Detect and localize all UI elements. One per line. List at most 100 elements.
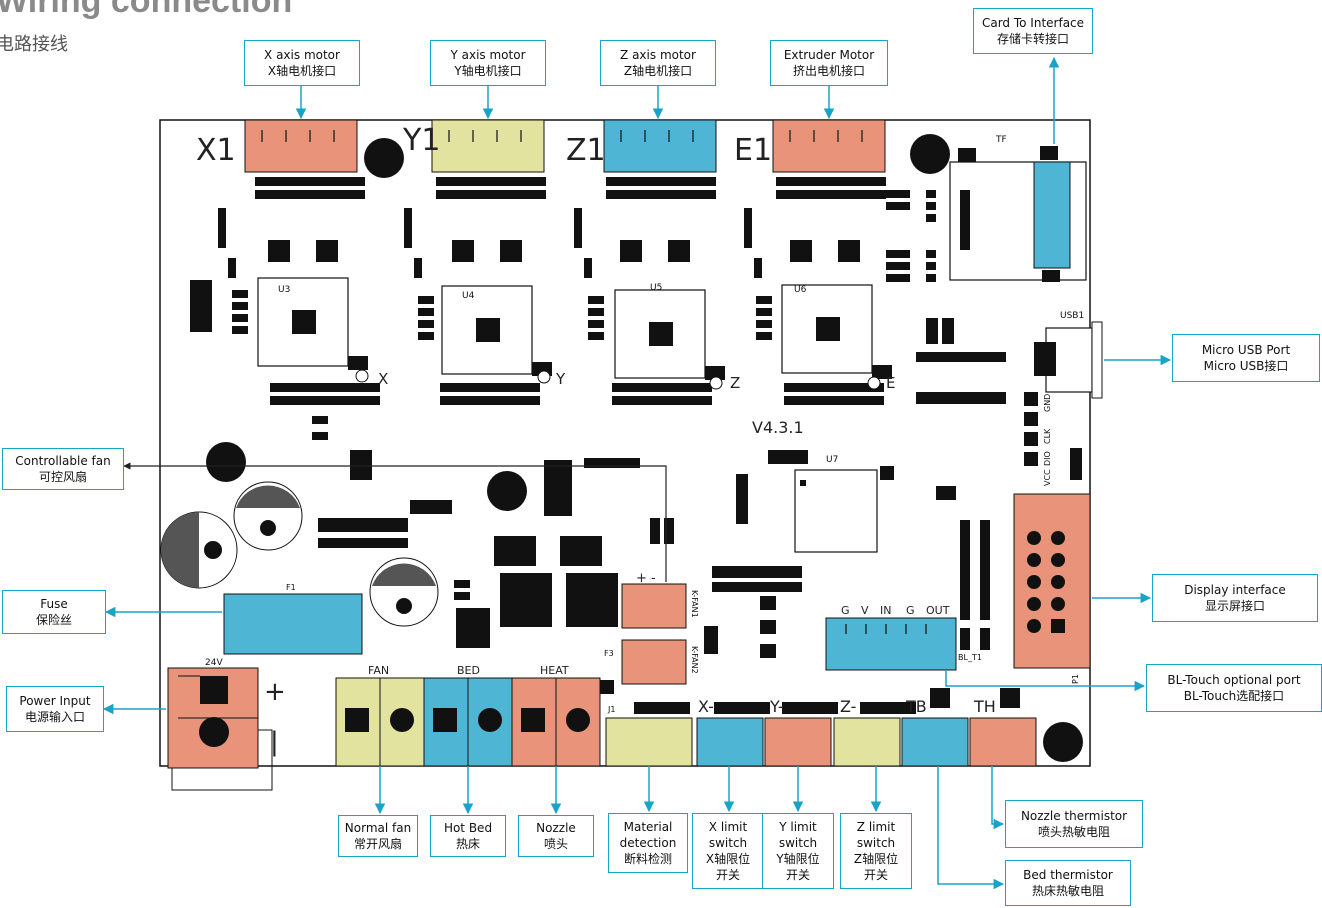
mounting-holes [206, 134, 1083, 762]
mosfets [456, 573, 618, 648]
callout-y-motor-zh: Y轴电机接口 [454, 64, 522, 78]
tf-card-slot [949, 146, 1087, 282]
callout-nozzle: Nozzle 喷头 [518, 815, 594, 857]
endstop-x: X- [698, 697, 714, 716]
display-connector [1013, 493, 1091, 669]
callout-power-input-en: Power Input [19, 694, 91, 708]
bltouch-pin-in: IN [880, 604, 891, 617]
bltouch-pin-out: OUT [926, 604, 950, 617]
callout-normal-fan-zh: 常开风扇 [353, 837, 402, 851]
callout-bltouch-zh: BL-Touch选配接口 [1183, 689, 1285, 703]
fan-label-1: K-FAN1 [690, 590, 699, 618]
endstop-z: Z- [840, 697, 856, 716]
callout-y-limit-en-1: Y limit [779, 820, 817, 834]
driver-u5 [574, 208, 725, 390]
callout-y-limit-en-2: switch [778, 836, 818, 850]
callout-display-interface-zh: 显示屏接口 [1204, 599, 1265, 613]
callout-normal-fan: Normal fan 常开风扇 [338, 815, 418, 857]
swd-vcc: VCC [1043, 469, 1052, 486]
callout-y-motor-en: Y axis motor [450, 48, 526, 62]
callout-x-motor-en: X axis motor [264, 48, 340, 62]
callout-z-limit-en-1: Z limit [856, 820, 896, 834]
callout-fuse: Fuse 保险丝 [2, 590, 106, 634]
capacitors [160, 481, 439, 627]
z1-motor-connector [603, 119, 717, 173]
callout-nozzle-thermistor-en: Nozzle thermistor [1020, 809, 1128, 823]
callout-y-motor: Y axis motor Y轴电机接口 [430, 40, 546, 86]
driver-u6 [744, 208, 892, 390]
callout-hot-bed: Hot Bed 热床 [430, 815, 506, 857]
small-components [190, 190, 1082, 714]
silk-z1: Z1 [566, 133, 606, 168]
power-terminals [335, 677, 601, 767]
callout-material-en-1: Material [623, 820, 673, 834]
callout-bed-thermistor-en: Bed thermistor [1023, 868, 1113, 882]
silk-e1: E1 [734, 133, 772, 168]
callout-card-interface: Card To Interface 存储卡转接口 [973, 8, 1093, 54]
component-rows [255, 177, 886, 405]
stepper-drivers [218, 208, 892, 390]
callout-micro-usb: Micro USB Port Micro USB接口 [1172, 334, 1320, 382]
bltouch-pin-g2: G [906, 604, 915, 617]
power-voltage: 24V [205, 658, 223, 668]
callout-x-limit-zh-2: 开关 [715, 868, 740, 882]
fuse-f1 [223, 593, 363, 655]
callout-x-motor: X axis motor X轴电机接口 [244, 40, 360, 86]
display-ref: P1 [1071, 674, 1080, 684]
callout-hot-bed-en: Hot Bed [443, 821, 493, 835]
usb-ref: USB1 [1060, 311, 1084, 321]
callout-power-input-zh: 电源输入口 [24, 710, 85, 724]
silk-y1: Y1 [402, 123, 440, 158]
callout-z-limit-zh-2: 开关 [863, 868, 888, 882]
usb-connector [1034, 321, 1103, 399]
callout-z-motor: Z axis motor Z轴电机接口 [600, 40, 716, 86]
term-heat-label: HEAT [540, 664, 569, 677]
tf-ref: TF [995, 135, 1007, 145]
driver-u4-ref: U4 [462, 291, 475, 301]
mcu-ref: U7 [826, 455, 838, 465]
version-label: V4.3.1 [752, 418, 804, 437]
callout-bltouch-en: BL-Touch optional port [1167, 673, 1301, 687]
mcu-u7 [794, 469, 878, 553]
callout-nozzle-thermistor-zh: 喷头热敏电阻 [1037, 825, 1110, 839]
silk-x1: X1 [196, 133, 236, 168]
bltouch-pin-v: V [861, 604, 869, 617]
fan-ctrl-line [123, 462, 667, 582]
callout-y-limit-zh-1: Y轴限位 [776, 852, 820, 866]
callout-controllable-fan-en: Controllable fan [15, 454, 111, 468]
fan-label-2: K-FAN2 [690, 646, 699, 674]
callout-z-limit-en-2: switch [856, 836, 896, 850]
callout-controllable-fan-zh: 可控风扇 [38, 470, 87, 484]
driver-letter-z: Z [730, 374, 740, 392]
driver-u5-ref: U5 [650, 283, 662, 293]
callout-display-interface: Display interface 显示屏接口 [1152, 574, 1318, 622]
callout-y-limit: Y limit switch Y轴限位 开关 [762, 813, 834, 889]
callout-fuse-zh: 保险丝 [35, 613, 72, 627]
callout-bed-thermistor-zh: 热床热敏电阻 [1031, 884, 1104, 898]
page-title: Wiring connection [0, 0, 293, 20]
fan-pins: + - [636, 571, 656, 586]
bltouch-pin-g1: G [841, 604, 850, 617]
driver-letter-x: X [378, 370, 388, 388]
callout-card-interface-en: Card To Interface [981, 16, 1085, 30]
swd-clk: CLK [1043, 428, 1052, 444]
e1-motor-connector [772, 119, 886, 173]
driver-u4 [404, 208, 552, 384]
page-subtitle: 电路接线 [0, 34, 68, 55]
endstop-tb: TB [905, 697, 927, 716]
endstop-y: Y- [769, 697, 784, 716]
driver-u3-ref: U3 [278, 285, 290, 295]
swd-gnd: GND [1043, 394, 1052, 412]
motor-connectors [244, 119, 886, 173]
j1-ref: J1 [607, 705, 615, 714]
callout-normal-fan-en: Normal fan [344, 821, 412, 835]
callout-micro-usb-zh: Micro USB接口 [1203, 359, 1289, 373]
callout-x-motor-zh: X轴电机接口 [267, 64, 337, 78]
callout-extruder-motor-en: Extruder Motor [783, 48, 875, 62]
driver-u6-ref: U6 [794, 285, 807, 295]
callout-fuse-en: Fuse [40, 597, 68, 611]
callout-power-input: Power Input 电源输入口 [6, 686, 104, 732]
callout-display-interface-en: Display interface [1184, 583, 1286, 597]
callout-hot-bed-zh: 热床 [455, 837, 480, 851]
